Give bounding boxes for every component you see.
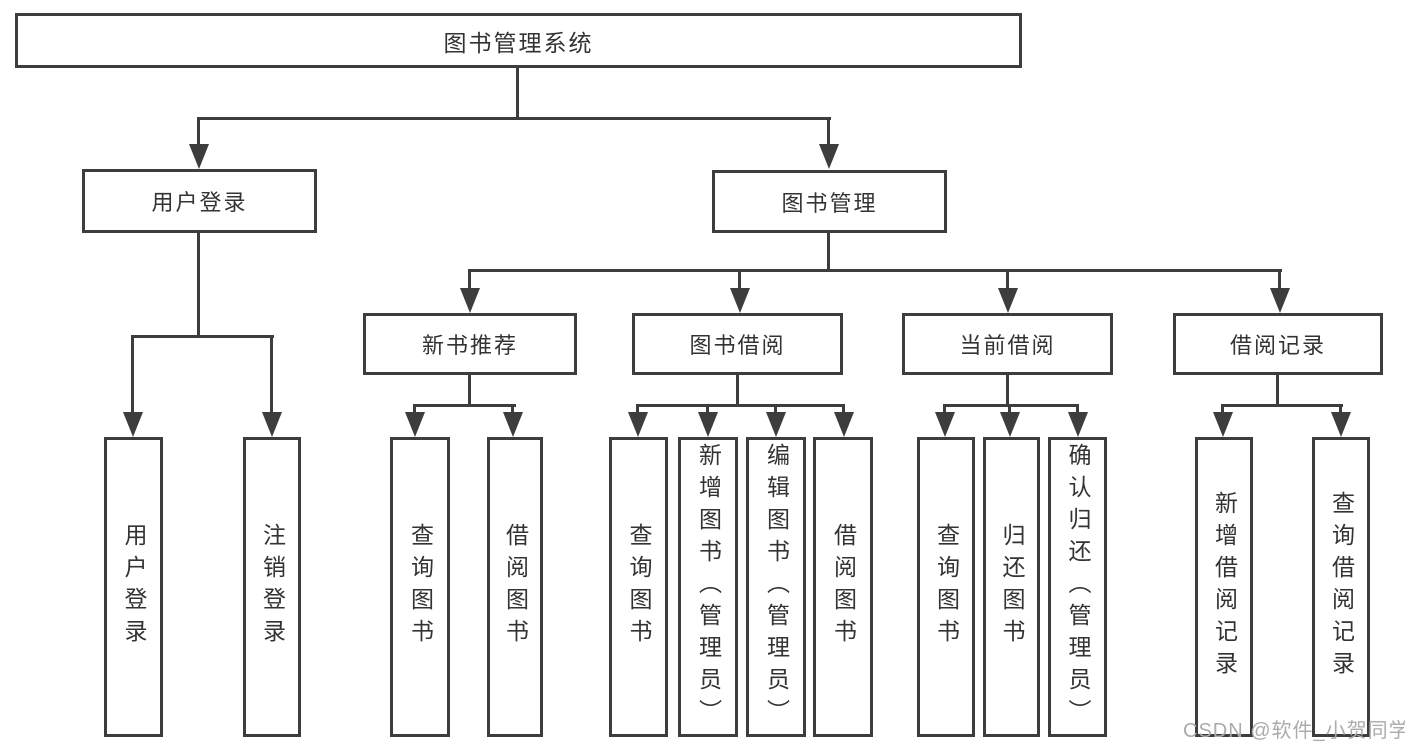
leaf-user-login: 用户登录	[104, 437, 163, 737]
leaf-borrow-borrow-books: 借阅图书	[813, 437, 873, 737]
connector-line	[516, 68, 519, 120]
connector-line	[270, 335, 273, 417]
connector-line	[1076, 404, 1079, 418]
node-library-system: 图书管理系统	[15, 13, 1022, 68]
connector-line	[1278, 269, 1281, 293]
connector-line	[468, 269, 1282, 272]
arrowhead-down-icon	[730, 288, 750, 313]
arrowhead-down-icon	[819, 144, 839, 169]
connector-line	[736, 374, 739, 407]
connector-line	[1221, 404, 1343, 407]
connector-line	[131, 335, 274, 338]
leaf-records-query-record: 查询借阅记录	[1312, 437, 1370, 737]
arrowhead-down-icon	[834, 412, 854, 437]
leaf-current-return-books: 归还图书	[983, 437, 1040, 737]
connector-line	[131, 335, 134, 417]
connector-line	[943, 404, 1079, 407]
arrowhead-down-icon	[698, 412, 718, 437]
connector-line	[827, 117, 830, 150]
arrowhead-down-icon	[628, 412, 648, 437]
connector-line	[706, 404, 709, 418]
watermark: CSDN @软件_小贺同学	[1183, 720, 1405, 742]
leaf-borrow-query-books: 查询图书	[609, 437, 668, 737]
connector-line	[1276, 374, 1279, 407]
arrowhead-down-icon	[1000, 412, 1020, 437]
leaf-recommend-borrow-books: 借阅图书	[487, 437, 543, 737]
connector-line	[197, 117, 831, 120]
node-current-borrowing: 当前借阅	[902, 313, 1113, 375]
connector-line	[636, 404, 639, 418]
arrowhead-down-icon	[262, 412, 282, 437]
leaf-current-query-books: 查询图书	[917, 437, 975, 737]
connector-line	[636, 404, 845, 407]
connector-line	[943, 404, 946, 418]
leaf-recommend-query-books: 查询图书	[390, 437, 450, 737]
arrowhead-down-icon	[123, 412, 143, 437]
node-book-management: 图书管理	[712, 170, 947, 233]
connector-line	[413, 404, 416, 418]
connector-line	[1006, 269, 1009, 293]
arrowhead-down-icon	[405, 412, 425, 437]
arrowhead-down-icon	[766, 412, 786, 437]
arrowhead-down-icon	[998, 288, 1018, 313]
arrowhead-down-icon	[1270, 288, 1290, 313]
connector-line	[1339, 404, 1342, 418]
connector-line	[468, 269, 471, 293]
leaf-records-add-record: 新增借阅记录	[1195, 437, 1253, 737]
node-user-login: 用户登录	[82, 169, 317, 233]
connector-line	[1221, 404, 1224, 418]
connector-line	[468, 374, 471, 407]
arrowhead-down-icon	[1331, 412, 1351, 437]
arrowhead-down-icon	[935, 412, 955, 437]
leaf-borrow-edit-books-admin: 编辑图书（管理员）	[746, 437, 806, 737]
connector-line	[827, 233, 830, 272]
arrowhead-down-icon	[1213, 412, 1233, 437]
connector-line	[511, 404, 514, 418]
connector-line	[774, 404, 777, 418]
connector-line	[197, 117, 200, 150]
node-book-borrowing: 图书借阅	[632, 313, 843, 375]
leaf-borrow-add-books-admin: 新增图书（管理员）	[678, 437, 738, 737]
connector-line	[842, 404, 845, 418]
leaf-logout: 注销登录	[243, 437, 301, 737]
connector-line	[413, 404, 516, 407]
arrowhead-down-icon	[1068, 412, 1088, 437]
node-new-book-recommend: 新书推荐	[363, 313, 577, 375]
leaf-current-confirm-return-admin: 确认归还（管理员）	[1048, 437, 1107, 737]
arrowhead-down-icon	[460, 288, 480, 313]
arrowhead-down-icon	[189, 144, 209, 169]
arrowhead-down-icon	[503, 412, 523, 437]
connector-line	[1008, 404, 1011, 418]
node-borrow-records: 借阅记录	[1173, 313, 1383, 375]
connector-line	[1006, 374, 1009, 407]
connector-line	[197, 233, 200, 338]
connector-line	[738, 269, 741, 293]
